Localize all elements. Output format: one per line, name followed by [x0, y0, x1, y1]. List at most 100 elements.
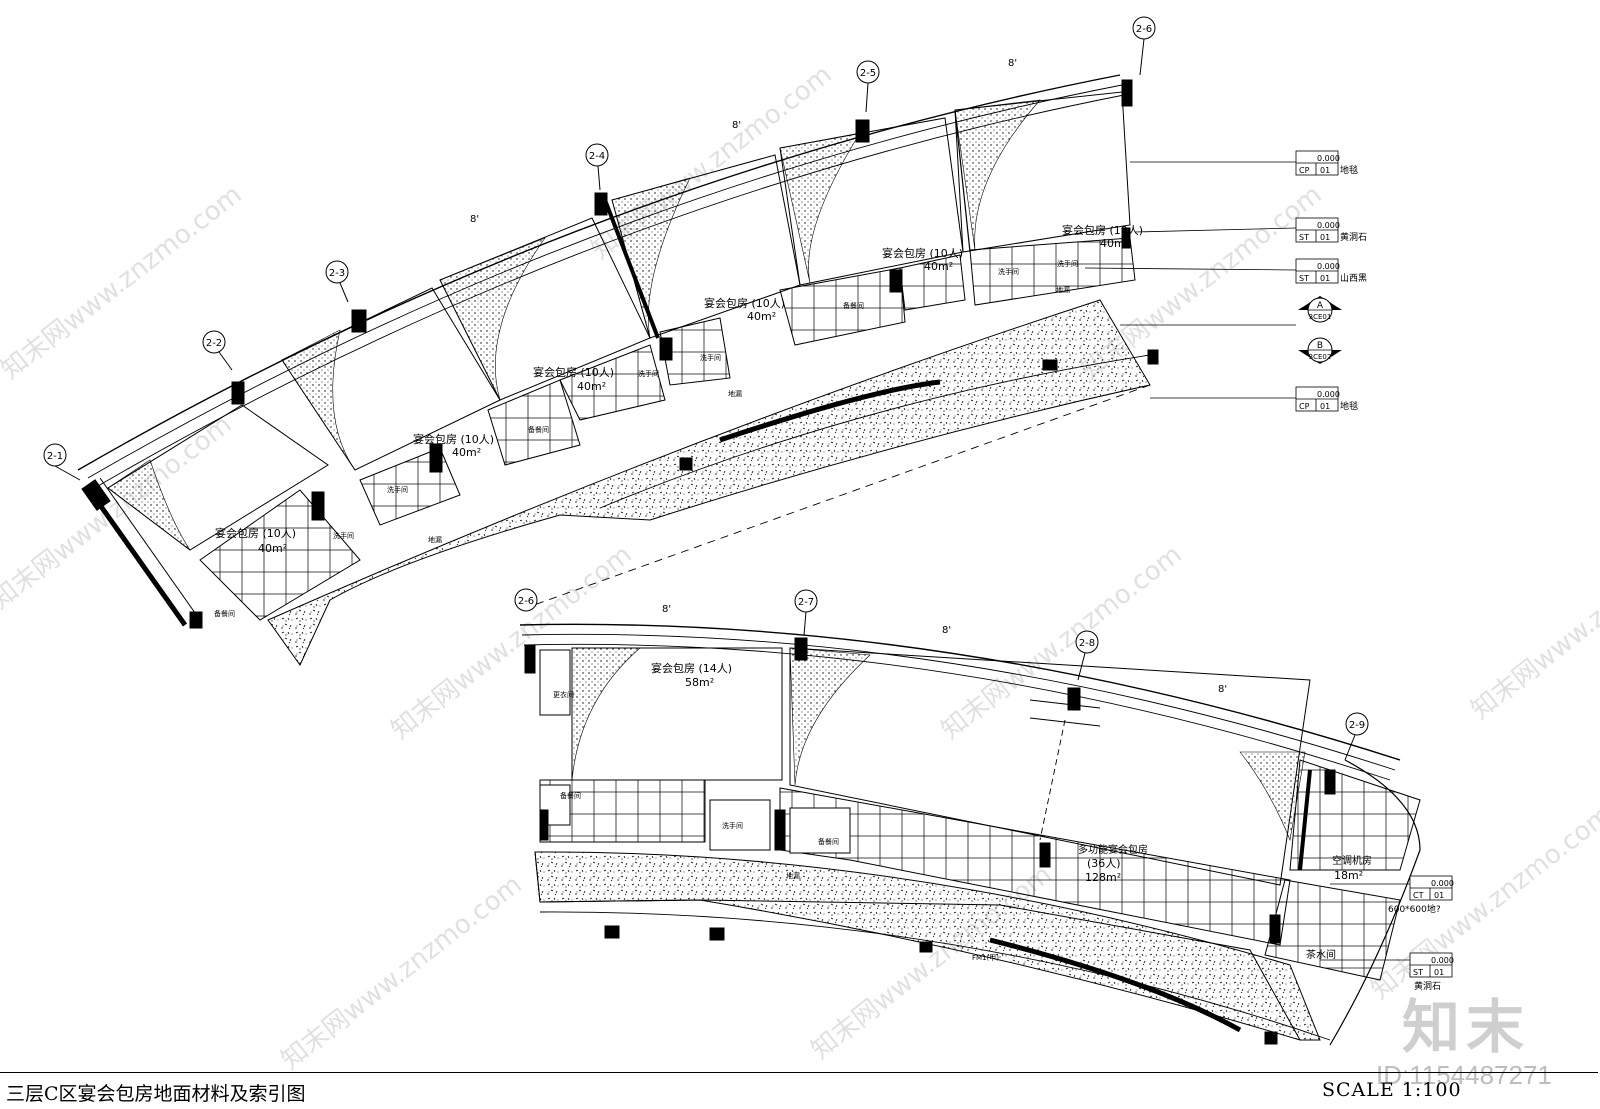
legend-tag: 0.000 ST 01 黄洞石 [1409, 952, 1454, 992]
svg-text:地毯: 地毯 [1340, 164, 1358, 176]
axis-bubble: 2-3 [325, 260, 349, 303]
room-name: 宴会包房 (10人) [882, 246, 963, 260]
leader-lines [1084, 161, 1410, 961]
axis-bubble: 2-4 [585, 143, 609, 191]
room-name: 宴会包房 (10人) [413, 432, 494, 446]
svg-text:2-7: 2-7 [798, 597, 814, 608]
brand-watermark-logo: 知末 [1402, 993, 1531, 1061]
room-name: 宴会包房 (10人) [1062, 223, 1143, 237]
svg-text:更衣间: 更衣间 [553, 690, 574, 699]
drawing-id: ID:1154487271 [1376, 1060, 1552, 1090]
svg-text:2-1: 2-1 [47, 451, 63, 462]
svg-text:0.000: 0.000 [1431, 956, 1454, 965]
svg-text:备餐间: 备餐间 [818, 837, 839, 846]
svg-text:ST: ST [1413, 968, 1423, 977]
svg-text:2-3: 2-3 [329, 268, 345, 279]
corridor-terrazzo [534, 851, 1321, 1041]
axis-bubble: 2-7 [794, 589, 818, 636]
svg-text:2-2: 2-2 [206, 338, 222, 349]
svg-text:洗手间: 洗手间 [638, 369, 659, 378]
room-labels-upper: 宴会包房 (10人) 40m² 宴会包房 (10人) 40m² 宴会包房 (10… [215, 223, 1143, 555]
axis-bubble: 2-6 [514, 588, 538, 612]
svg-text:地漏: 地漏 [1056, 285, 1070, 294]
svg-text:FM1(甲): FM1(甲) [972, 954, 999, 962]
svg-text:600*600地?: 600*600地? [1388, 903, 1441, 915]
room-area: 40m² [577, 380, 606, 393]
svg-text:洗手间: 洗手间 [387, 485, 408, 494]
legend-tag: 0.000 ST 01 黄洞石 [1295, 217, 1367, 243]
axis-bubble: 2-8 [1075, 630, 1099, 681]
watermark-text: 知末网www.znzmo.com [276, 870, 528, 1076]
footer-divider [0, 1072, 1598, 1073]
watermark-text: 知末网www.znzmo.com [936, 540, 1188, 746]
svg-text:01: 01 [1320, 233, 1330, 242]
watermark-text: 知末网www.znzmo.com [386, 540, 638, 746]
svg-text:山西黑: 山西黑 [1340, 273, 1367, 284]
room-area: 58m² [685, 676, 714, 689]
axis-bubble: 2-9 [1344, 712, 1369, 761]
room-name: 宴会包房 (10人) [533, 365, 614, 379]
svg-text:CP: CP [1299, 402, 1310, 411]
svg-text:黄洞石: 黄洞石 [1414, 980, 1441, 992]
svg-text:01: 01 [1320, 166, 1330, 175]
legend-tag: 0.000 CP 01 地毯 [1295, 150, 1358, 176]
svg-text:洗手间: 洗手间 [700, 353, 721, 362]
small-room-labels-upper: 备餐间 洗手间 洗手间 地漏 备餐间 洗手间 洗手间 地漏 备餐间 洗手间 洗手… [214, 259, 1078, 618]
corridor-terrazzo [267, 299, 1151, 666]
legend-tag: 0.000 CP 01 地毯 [1295, 386, 1358, 412]
svg-text:0.000: 0.000 [1317, 390, 1340, 399]
dimension-label: 8' [470, 214, 479, 225]
room-area: 40m² [258, 542, 287, 555]
room-name: 宴会包房 (14人) [651, 661, 732, 675]
room-area: 18m² [1334, 869, 1363, 882]
svg-text:2-6: 2-6 [518, 596, 534, 607]
svg-text:CP: CP [1299, 166, 1310, 175]
svg-text:01: 01 [1434, 891, 1444, 900]
room-name: 空调机房 [1332, 854, 1372, 867]
svg-text:0.000: 0.000 [1431, 879, 1454, 888]
watermark-text: 知末网www.znzmo.com [0, 180, 248, 386]
svg-text:2-9: 2-9 [1349, 720, 1365, 731]
small-room-labels-lower: 更衣间 备餐间 洗手间 备餐间 地漏 FM1(甲) [553, 690, 999, 962]
axis-bubble: 2-5 [856, 60, 880, 113]
section-marker: A 3CE01 [1298, 296, 1342, 323]
svg-text:0.000: 0.000 [1317, 221, 1340, 230]
room-area: 40m² [924, 260, 953, 273]
room-labels-lower: 宴会包房 (14人) 58m² 多功能宴会包房 (36人) 128m² 空调机房… [651, 661, 1372, 961]
svg-text:0.000: 0.000 [1317, 154, 1340, 163]
dimension-label: 8' [1218, 684, 1227, 695]
svg-text:地漏: 地漏 [428, 535, 442, 544]
svg-text:CT: CT [1413, 891, 1424, 900]
drawing-scale: SCALE 1:100 [1322, 1079, 1462, 1101]
section-marker: B 3CE02 [1298, 337, 1342, 364]
svg-text:3CE01: 3CE01 [1309, 313, 1332, 321]
axis-bubble: 2-1 [43, 443, 81, 481]
svg-text:01: 01 [1320, 274, 1330, 283]
lower-wing [519, 623, 1421, 1046]
svg-text:A: A [1317, 301, 1324, 311]
room-area: 128m² [1085, 871, 1121, 884]
room-area: 40m² [1100, 237, 1129, 250]
svg-text:2-8: 2-8 [1079, 638, 1095, 649]
room-area: 40m² [747, 310, 776, 323]
svg-text:2-5: 2-5 [860, 68, 876, 79]
svg-text:备餐间: 备餐间 [843, 301, 864, 310]
svg-text:洗手间: 洗手间 [722, 821, 743, 830]
axis-bubble: 2-2 [202, 330, 233, 371]
legend-tag: 0.000 CT 01 600*600地? [1388, 875, 1454, 915]
drawing-title: 三层C区宴会包房地面材料及索引图 [6, 1083, 306, 1105]
watermark-text: 知末网www.znzmo.com [1466, 520, 1600, 726]
dimension-label: 8' [662, 604, 671, 615]
axis-bubble: 2-6 [1132, 16, 1156, 76]
svg-text:ST: ST [1299, 274, 1309, 283]
svg-text:2-4: 2-4 [589, 151, 605, 162]
dimension-labels: 8' 8' 8' 8' 8' 8' [470, 58, 1227, 695]
room-persons: (36人) [1087, 857, 1121, 870]
svg-text:洗手间: 洗手间 [333, 531, 354, 540]
watermark-text: 知末网www.znzmo.com [0, 410, 238, 616]
svg-text:ST: ST [1299, 233, 1309, 242]
svg-text:洗手间: 洗手间 [998, 267, 1019, 276]
room-name: 宴会包房 (10人) [704, 296, 785, 310]
svg-text:0.000: 0.000 [1317, 262, 1340, 271]
